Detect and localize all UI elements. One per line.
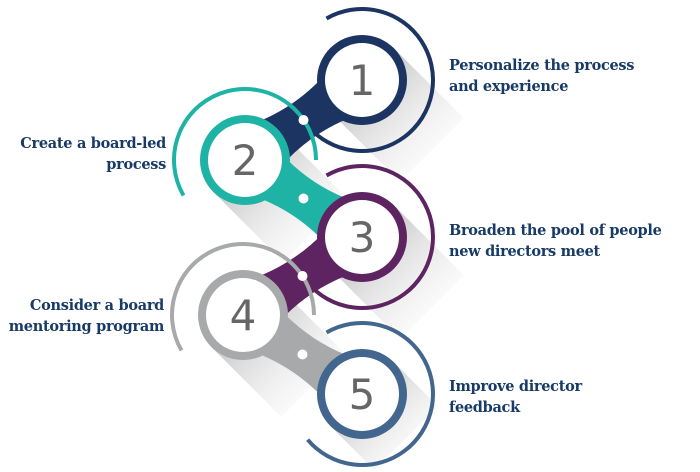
- step-2-label: Create a board-led process: [20, 133, 166, 175]
- step-5-label-line1: Improve director: [449, 378, 582, 395]
- step-2-node: 2: [200, 115, 290, 205]
- step-5-outer-arc: [306, 321, 435, 467]
- step-2-label-line2: process: [106, 156, 166, 173]
- step-3-label-line1: Broaden the pool of people: [449, 222, 662, 239]
- step-nodes: 1 2 3 4 5: [198, 35, 407, 439]
- step-3-face: [325, 200, 399, 274]
- connector-3-4-dot: [297, 271, 308, 281]
- step-1-label: Personalize the process and experience: [449, 55, 634, 97]
- step-4-label-line2: mentoring program: [8, 318, 165, 335]
- step-5-label-line2: feedback: [449, 399, 520, 416]
- step-1-face: [325, 43, 399, 117]
- step-2-face: [208, 123, 282, 197]
- step-3-node: 3: [317, 192, 407, 282]
- step-3-number: 3: [349, 213, 376, 262]
- connector-dots: [297, 115, 309, 360]
- step-1-number: 1: [349, 56, 376, 105]
- connector-4-5-dot: [297, 349, 308, 360]
- step-3-outer-arc: [306, 164, 435, 310]
- step-2-label-line1: Create a board-led: [20, 135, 166, 152]
- step-5-number: 5: [349, 370, 376, 419]
- step-3-label-line2: new directors meet: [449, 243, 600, 260]
- connector-1-2-dot: [298, 115, 309, 125]
- step-2-number: 2: [232, 136, 259, 185]
- step-4-node: 4: [198, 270, 288, 360]
- connector-2-3-dot: [298, 193, 309, 204]
- step-4-number: 4: [230, 291, 257, 340]
- step-4-face: [206, 278, 280, 352]
- step-1-label-line1: Personalize the process: [449, 57, 635, 74]
- step-1-outer-arc: [306, 7, 435, 153]
- step-4-label-line1: Consider a board: [29, 297, 164, 314]
- step-5-node: 5: [317, 349, 407, 439]
- step-1-node: 1: [317, 35, 407, 125]
- step-3-label: Broaden the pool of people new directors…: [449, 220, 662, 262]
- step-5-face: [325, 357, 399, 431]
- step-1-label-line2: and experience: [449, 78, 569, 95]
- step-4-label: Consider a board mentoring program: [8, 295, 165, 337]
- step-5-label: Improve director feedback: [449, 376, 582, 418]
